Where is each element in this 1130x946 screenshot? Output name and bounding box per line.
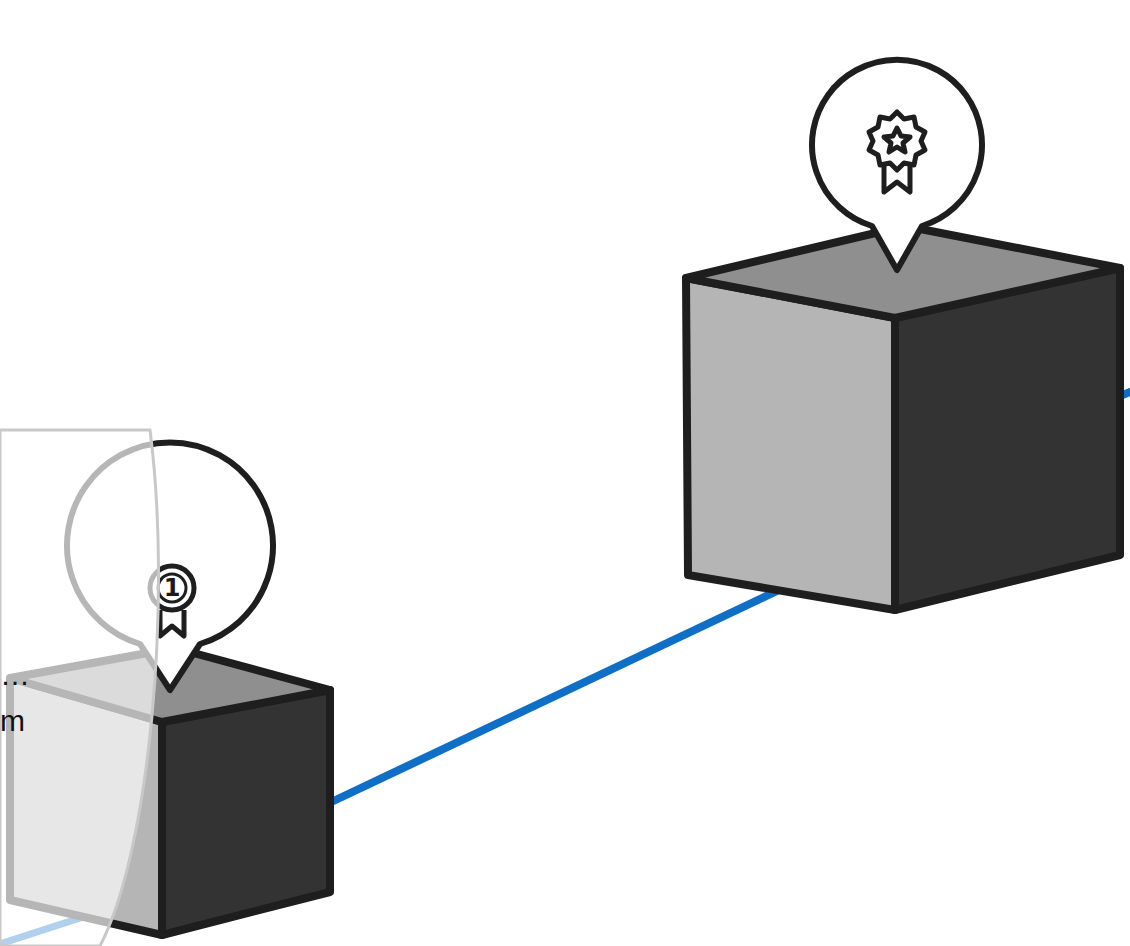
cut-off-text: m [0, 706, 25, 736]
cube-face [686, 278, 895, 610]
cut-off-text: … [0, 660, 30, 690]
ribbon-symbol [160, 610, 184, 636]
pin-marker [812, 60, 982, 270]
cube-face [162, 690, 330, 935]
big-cube [686, 226, 1120, 610]
cube-face [895, 268, 1120, 610]
rosette-icon [869, 112, 925, 192]
fade-mask [0, 430, 159, 946]
ribbon-symbol [884, 166, 910, 192]
star-symbol [884, 128, 910, 152]
path-line [325, 580, 800, 805]
rosette-outline [869, 112, 925, 170]
